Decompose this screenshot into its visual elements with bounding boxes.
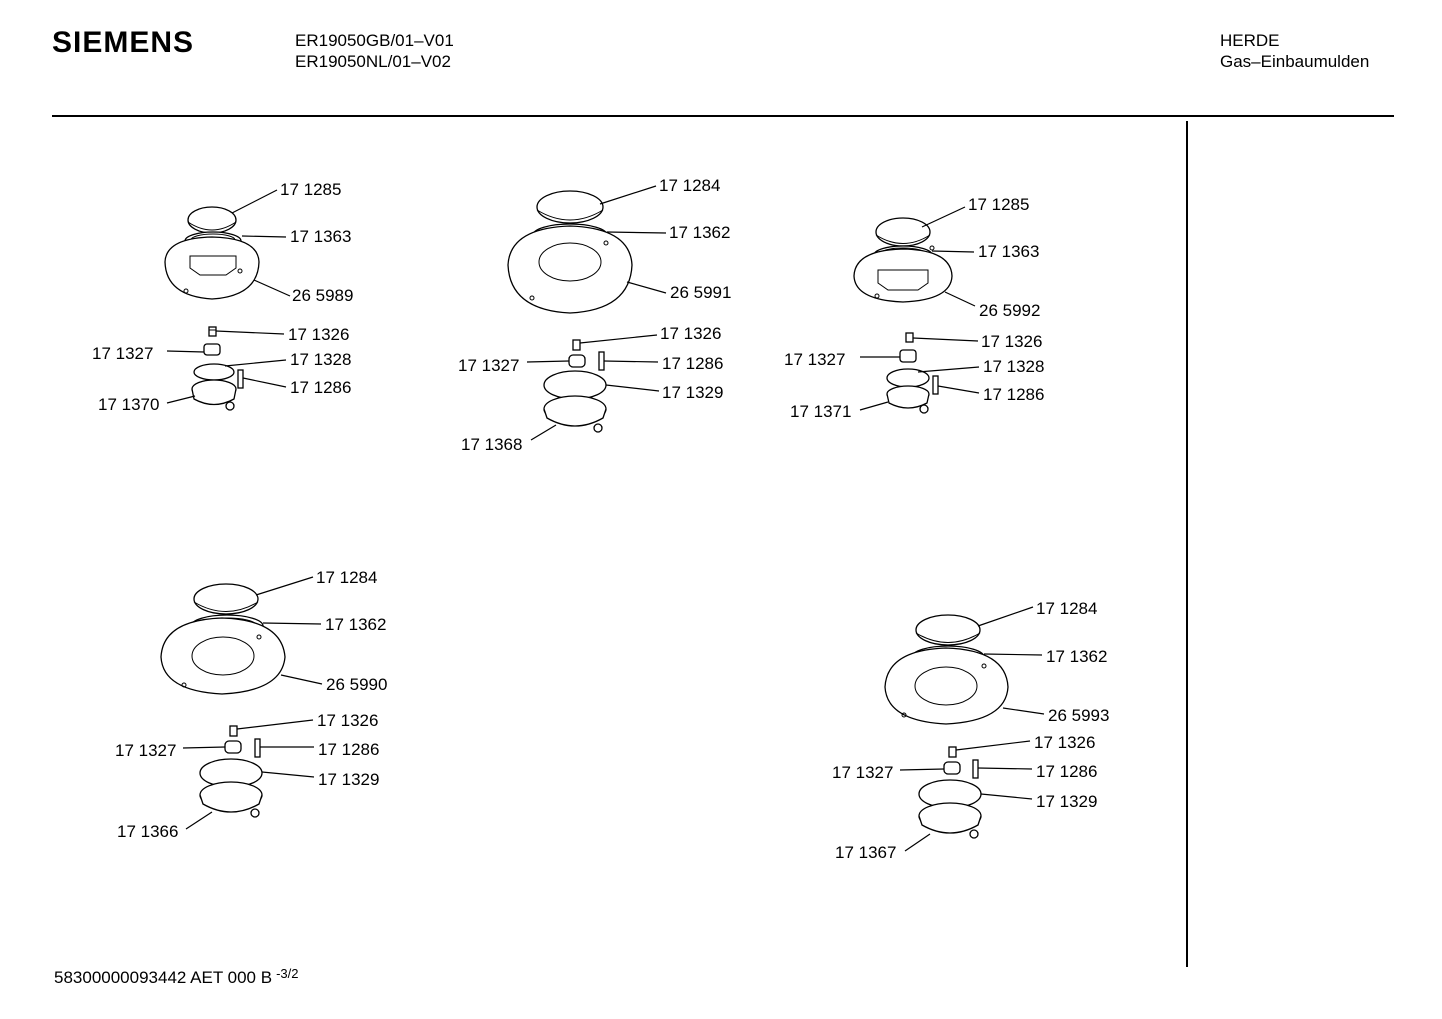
burner-tray bbox=[507, 225, 633, 314]
sheet-number: -3/2 bbox=[276, 966, 299, 981]
screw bbox=[572, 339, 581, 351]
part-number-label: 17 1326 bbox=[1034, 733, 1095, 752]
part-number-label: 26 5992 bbox=[979, 301, 1040, 320]
burner-body bbox=[199, 781, 263, 818]
model-number-1: ER19050GB/01–V01 bbox=[295, 31, 454, 50]
part-number-label: 17 1362 bbox=[669, 223, 730, 242]
screw bbox=[229, 725, 238, 737]
nozzle bbox=[943, 761, 961, 775]
brand-logo: SIEMENS bbox=[52, 26, 195, 59]
burner-group-1: 17 1285 17 1363 26 5989 17 1326 17 1327 … bbox=[92, 180, 353, 414]
part-number-label: 17 1326 bbox=[288, 325, 349, 344]
document-code: 58300000093442 AET 000 B bbox=[54, 968, 273, 987]
part-number-label: 17 1327 bbox=[784, 350, 845, 369]
burner-tray bbox=[160, 617, 286, 695]
screw bbox=[208, 326, 217, 337]
part-number-label: 26 5990 bbox=[326, 675, 387, 694]
part-number-label: 17 1327 bbox=[92, 344, 153, 363]
nozzle bbox=[899, 349, 917, 363]
part-number-label: 17 1284 bbox=[659, 176, 720, 195]
part-number-label: 17 1286 bbox=[1036, 762, 1097, 781]
screw bbox=[948, 746, 957, 758]
part-number-label: 17 1329 bbox=[1036, 792, 1097, 811]
thermocouple-pin bbox=[598, 351, 605, 371]
burner-cap bbox=[875, 217, 931, 247]
nozzle bbox=[203, 343, 221, 356]
part-number-label: 17 1284 bbox=[316, 568, 377, 587]
category-title: HERDE bbox=[1220, 31, 1280, 50]
part-number-label: 17 1286 bbox=[318, 740, 379, 759]
burner-tray bbox=[853, 245, 953, 303]
burner-group-4: 17 1284 17 1362 26 5990 17 1326 17 1327 … bbox=[115, 568, 387, 841]
burner-cap bbox=[536, 190, 604, 224]
header-divider bbox=[52, 115, 1394, 117]
part-number-label: 17 1362 bbox=[1046, 647, 1107, 666]
burner-ring bbox=[193, 363, 235, 381]
part-number-label: 17 1362 bbox=[325, 615, 386, 634]
document-footer: 58300000093442 AET 000 B-3/2 bbox=[54, 966, 299, 988]
nozzle bbox=[224, 740, 242, 754]
part-number-label: 17 1371 bbox=[790, 402, 851, 421]
part-number-label: 17 1329 bbox=[318, 770, 379, 789]
part-number-label: 17 1327 bbox=[832, 763, 893, 782]
part-number-label: 17 1285 bbox=[968, 195, 1029, 214]
burner-body bbox=[886, 385, 930, 414]
part-number-label: 26 5989 bbox=[292, 286, 353, 305]
part-number-label: 17 1286 bbox=[662, 354, 723, 373]
part-number-label: 17 1363 bbox=[978, 242, 1039, 261]
burner-tray bbox=[164, 236, 260, 300]
burner-tray bbox=[884, 647, 1009, 725]
part-number-label: 17 1326 bbox=[981, 332, 1042, 351]
burner-group-5: 17 1284 17 1362 26 5993 17 1326 17 1327 … bbox=[832, 599, 1109, 862]
burner-body bbox=[543, 395, 607, 433]
burner-cap bbox=[915, 614, 981, 646]
part-number-label: 17 1366 bbox=[117, 822, 178, 841]
part-number-label: 17 1363 bbox=[290, 227, 351, 246]
model-number-2: ER19050NL/01–V02 bbox=[295, 52, 451, 71]
part-number-label: 17 1286 bbox=[983, 385, 1044, 404]
category-subtitle: Gas–Einbaumulden bbox=[1220, 52, 1370, 71]
thermocouple-pin bbox=[254, 738, 261, 758]
burner-group-3: 17 1285 17 1363 26 5992 17 1326 17 1327 … bbox=[784, 195, 1044, 421]
part-number-label: 26 5991 bbox=[670, 283, 731, 302]
nozzle bbox=[568, 354, 586, 368]
part-number-label: 17 1367 bbox=[835, 843, 896, 862]
thermocouple-pin bbox=[972, 759, 979, 779]
thermocouple-pin bbox=[237, 369, 244, 389]
part-number-label: 17 1285 bbox=[280, 180, 341, 199]
thermocouple-pin bbox=[932, 375, 939, 395]
burner-cap bbox=[187, 206, 237, 234]
margin-divider bbox=[1186, 121, 1188, 967]
burner-body bbox=[191, 379, 237, 411]
part-number-label: 17 1328 bbox=[983, 357, 1044, 376]
part-number-label: 17 1370 bbox=[98, 395, 159, 414]
part-number-label: 17 1328 bbox=[290, 350, 351, 369]
burner-cap bbox=[193, 583, 259, 615]
screw bbox=[905, 332, 914, 343]
burner-body bbox=[918, 802, 982, 839]
burner-ring bbox=[543, 370, 607, 400]
part-number-label: 17 1368 bbox=[461, 435, 522, 454]
part-number-label: 17 1327 bbox=[458, 356, 519, 375]
burner-group-2: 17 1284 17 1362 26 5991 17 1326 17 1327 … bbox=[458, 176, 731, 454]
part-number-label: 26 5993 bbox=[1048, 706, 1109, 725]
part-number-label: 17 1286 bbox=[290, 378, 351, 397]
part-number-label: 17 1284 bbox=[1036, 599, 1097, 618]
part-number-label: 17 1329 bbox=[662, 383, 723, 402]
part-number-label: 17 1327 bbox=[115, 741, 176, 760]
part-number-label: 17 1326 bbox=[660, 324, 721, 343]
part-number-label: 17 1326 bbox=[317, 711, 378, 730]
